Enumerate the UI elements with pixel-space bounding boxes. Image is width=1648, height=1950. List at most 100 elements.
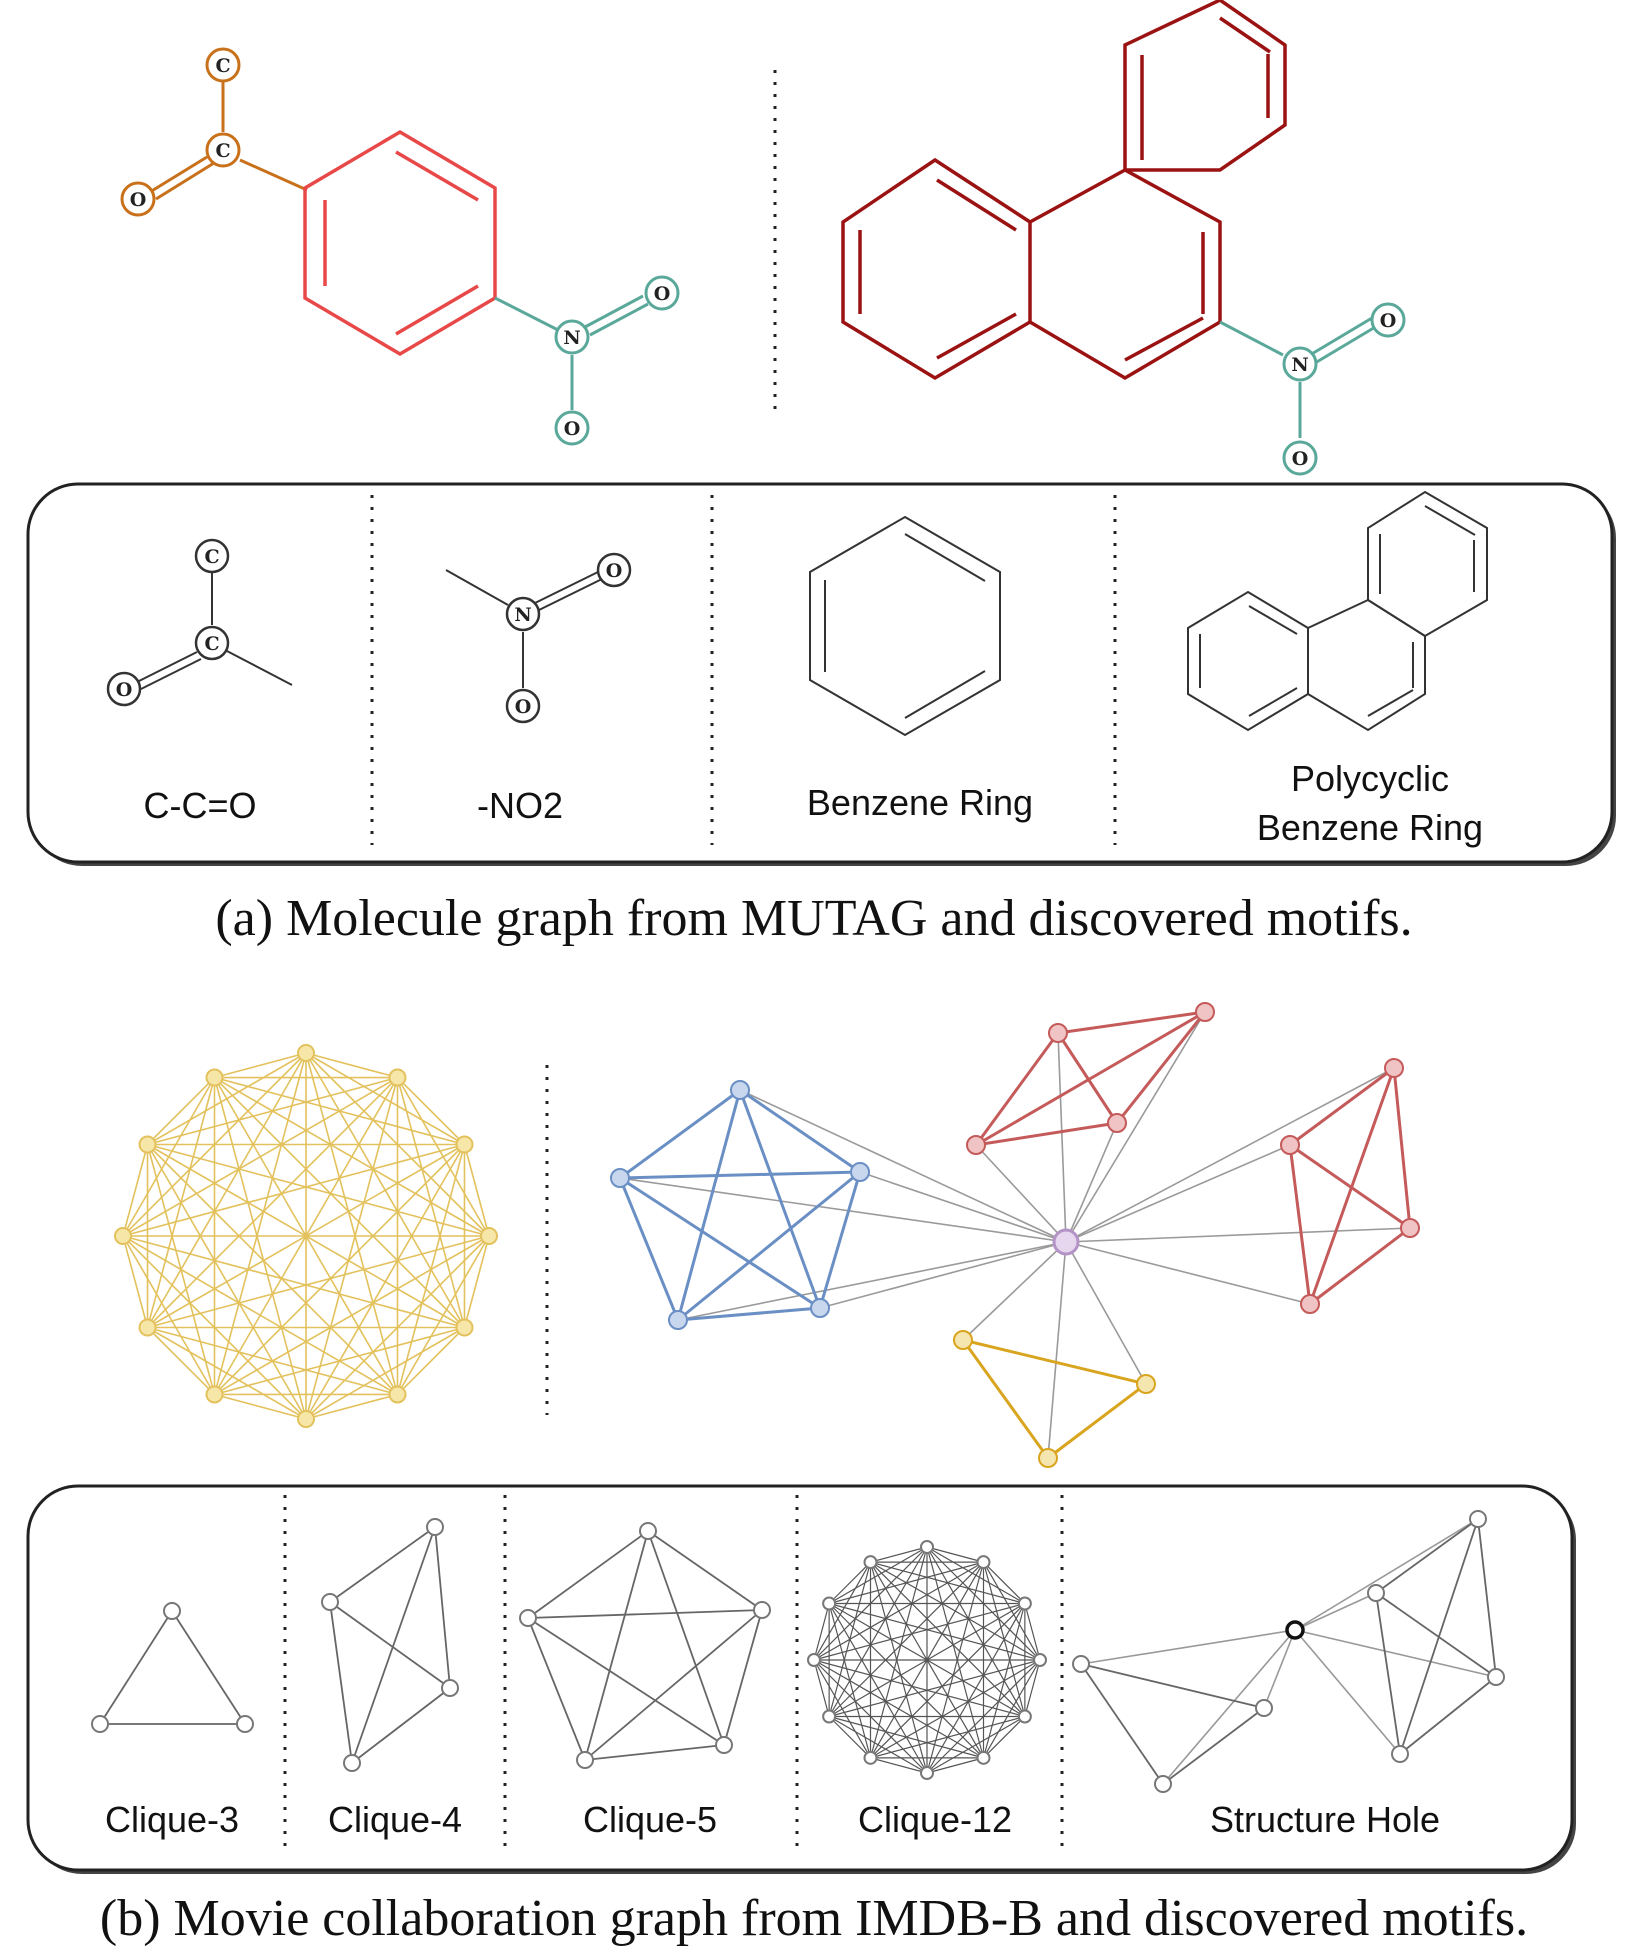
motif-label-no2: -NO2 (477, 785, 563, 826)
motif-clique12-edge (1024, 1603, 1041, 1661)
clique4-red-upper-edge (975, 1010, 1206, 1147)
clique5-blue-edge (818, 1171, 862, 1309)
motif-box-b (26, 1484, 1576, 1874)
clique4-red-right-edge (1288, 1144, 1312, 1305)
motif-clique5-edge (584, 1609, 763, 1761)
clique12-big-edge (305, 1052, 398, 1079)
motif-clique12-edge (813, 1659, 1026, 1718)
motif-structure-hole (1072, 1510, 1505, 1793)
svg-text:O: O (654, 283, 671, 305)
atom-n-right: N (1282, 346, 1318, 382)
motif-clique4-node (441, 1679, 459, 1697)
motif-clique5-edge (584, 1530, 649, 1761)
structure-hole-right-edge (1375, 1592, 1497, 1678)
structure-hole-right-edge (1399, 1676, 1497, 1755)
clique12-big-edge (396, 1326, 466, 1396)
clique5-blue-edge (619, 1088, 741, 1180)
motif-clique12-edge (828, 1561, 871, 1604)
nitro-bonds-right (1219, 316, 1378, 438)
hub-edge (677, 1241, 1067, 1321)
hub-edge (1057, 1032, 1067, 1243)
clique3-yellow-node (1038, 1448, 1058, 1468)
clique4-red-right-edge (1309, 1226, 1411, 1306)
clique12-big-edge (463, 1235, 490, 1328)
motif-graphs-b (91, 1510, 1505, 1793)
motif-clique4-node (343, 1754, 361, 1772)
structure-hole-right-node (1469, 1510, 1487, 1528)
atom-c-mid: C (205, 132, 241, 168)
clique4-red-upper-edge (1057, 1010, 1206, 1035)
clique12-big-edge (122, 1235, 398, 1396)
motif-clique12-edge (813, 1603, 830, 1661)
mutag-molecule-right: N O O (841, 0, 1406, 476)
motif-clique12-edge (926, 1561, 985, 1774)
clique5-blue-edge (619, 1170, 861, 1180)
clique4-red-right-edge (1289, 1143, 1411, 1230)
motif-atom-c-top: C (194, 538, 230, 574)
motif-clique5-node (576, 1751, 594, 1769)
motif-clique12-edge (813, 1659, 872, 1759)
hub-edge (975, 1144, 1067, 1243)
motif-clique12-edge (828, 1603, 984, 1759)
atom-o-right: O (644, 275, 680, 311)
hub-edge (1047, 1241, 1067, 1459)
svg-text:O: O (564, 418, 581, 440)
motif-clique12-edge (813, 1602, 1026, 1661)
clique12-big-edge (146, 1326, 216, 1396)
motif-clique12-node (863, 1750, 878, 1765)
motif-atom-n: N (505, 596, 541, 632)
clique4-red-right-edge (1289, 1066, 1395, 1147)
atom-o-left: O (120, 181, 156, 217)
svg-text:O: O (606, 560, 623, 582)
svg-text:N: N (1291, 354, 1308, 376)
motif-clique12-edge (869, 1561, 985, 1759)
svg-text:O: O (1380, 310, 1397, 332)
atom-n: N (554, 319, 590, 355)
atom-c-top: C (205, 47, 241, 83)
motif-clique5-node (639, 1522, 657, 1540)
clique3-yellow-edge (962, 1338, 1147, 1386)
motif-clique12-node (976, 1555, 991, 1570)
motif-polycyclic-benzene-ring (1187, 490, 1488, 732)
clique12-big-node (297, 1044, 315, 1062)
atom-o-bottom: O (554, 410, 590, 446)
motif-clique12-node (920, 1766, 934, 1780)
structure-hole-left-edge (1080, 1663, 1164, 1785)
motif-label-polycyclic-benzene-ring: Benzene Ring (1257, 807, 1483, 848)
clique12-big-node (205, 1385, 224, 1404)
caption-a: (a) Molecule graph from MUTAG and discov… (215, 890, 1412, 947)
structure-hole-edge (1294, 1629, 1401, 1755)
motif-label-clique-3: Clique-3 (105, 1799, 239, 1840)
clique12-big-node (138, 1135, 157, 1154)
clique12-big-node (455, 1318, 474, 1337)
clique5-blue-edge (677, 1170, 861, 1322)
clique4-red-right-edge (1392, 1067, 1412, 1229)
clique4-red-upper-node (966, 1135, 986, 1155)
clique12-big-edge (122, 1235, 216, 1395)
motif-clique3-node (91, 1715, 109, 1733)
clique12-big-edge (213, 1077, 399, 1395)
clique4-red-right-node (1300, 1294, 1320, 1314)
clique4-red-upper-node (1048, 1023, 1068, 1043)
motif-clique12-node (822, 1596, 837, 1611)
clique5-blue-edge (739, 1088, 861, 1174)
motif-label-clique-4: Clique-4 (328, 1799, 462, 1840)
motif-clique12-node (1033, 1653, 1047, 1667)
clique12-big-edge (214, 1076, 490, 1237)
clique12-big-node (480, 1227, 498, 1245)
structure-hole-left-node (1072, 1655, 1090, 1673)
clique5-blue-node (810, 1298, 830, 1318)
hub-edge (1065, 1241, 1311, 1305)
clique5-blue-edge (618, 1177, 680, 1321)
motif-clique12-edge (870, 1546, 928, 1563)
motif-clique12-node (863, 1555, 878, 1570)
structure-hole-right-node (1367, 1584, 1385, 1602)
motif-clique12-node (1017, 1709, 1032, 1724)
clique3-yellow-node (953, 1330, 973, 1350)
structure-hole-right-node (1391, 1745, 1409, 1763)
motif-clique4-node (321, 1593, 339, 1611)
clique12-big-node (138, 1318, 157, 1337)
motif-clique12-edge (813, 1561, 872, 1661)
motif-clique5-edge (527, 1609, 763, 1619)
motif-clique12-edge (828, 1715, 928, 1774)
